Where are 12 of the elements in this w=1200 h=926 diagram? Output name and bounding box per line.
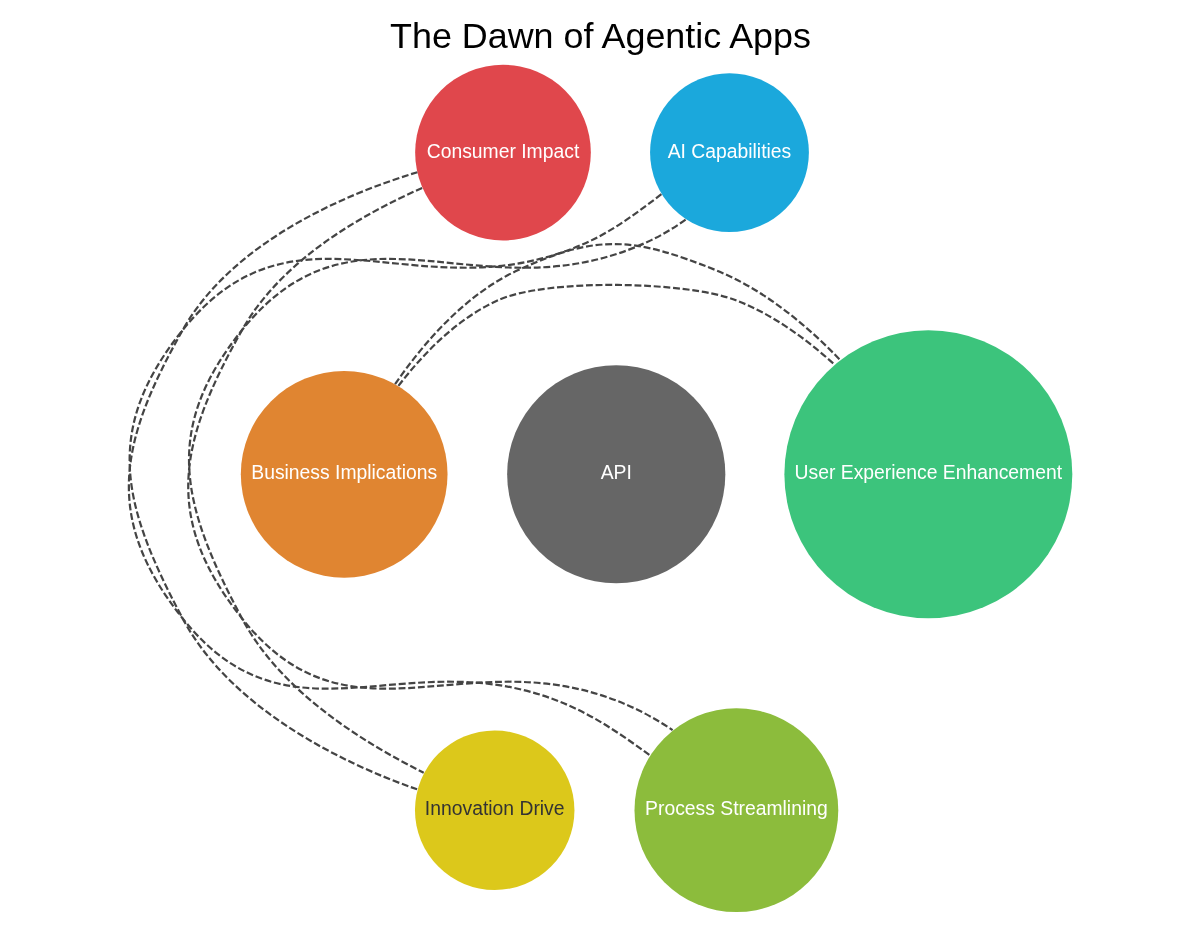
connector — [393, 243, 841, 385]
node-circle: Business Implications — [240, 370, 448, 578]
node-circle: User Experience Enhancement — [783, 330, 1072, 619]
node-circle: API — [506, 365, 725, 584]
node-circle: Process Streamlining — [634, 708, 838, 913]
node-circle: Consumer Impact — [414, 64, 591, 241]
connector — [186, 186, 673, 731]
diagram-title: The Dawn of Agentic Apps — [389, 15, 811, 56]
connector — [397, 283, 835, 387]
node-circle: Innovation Drive — [414, 730, 574, 890]
node-circle: AI Capabilities — [649, 73, 809, 232]
connector — [187, 218, 686, 774]
